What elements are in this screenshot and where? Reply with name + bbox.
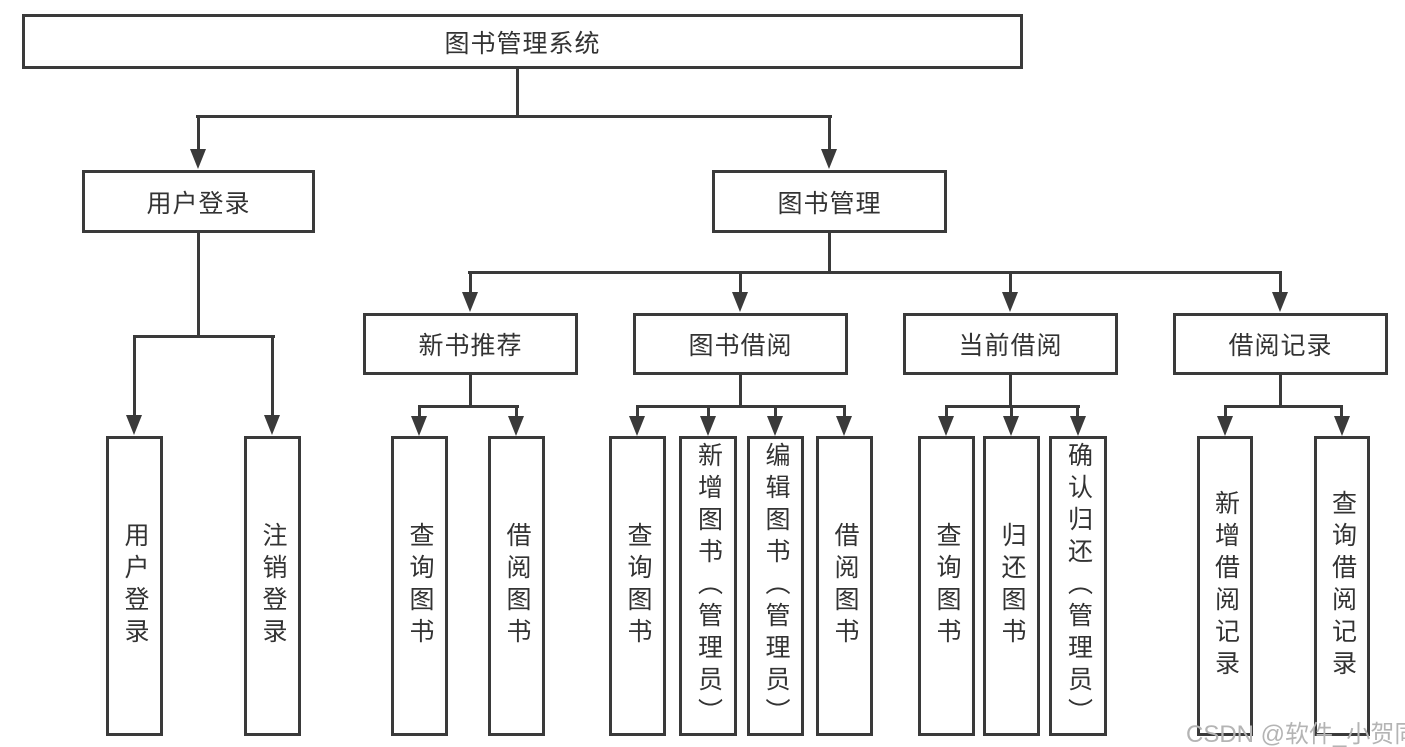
connector-line xyxy=(271,335,274,417)
node-library-system: 图书管理系统 xyxy=(22,14,1023,69)
arrow-down-icon xyxy=(821,149,837,169)
arrow-down-icon xyxy=(700,416,716,436)
connector-line xyxy=(1009,271,1012,295)
connector-line xyxy=(1224,405,1227,418)
connector-line xyxy=(945,405,948,418)
node-book-borrow-label: 图书借阅 xyxy=(688,332,793,360)
leaf-bb-query-books: 查询图书 xyxy=(609,436,666,736)
connector-line xyxy=(418,405,421,418)
node-library-system-label: 图书管理系统 xyxy=(444,29,601,58)
connector-line xyxy=(843,405,846,418)
leaf-user-login-label: 用户登录 xyxy=(121,522,149,650)
leaf-br-add-record: 新增借阅记录 xyxy=(1197,436,1253,736)
arrow-down-icon xyxy=(462,292,478,312)
connector-line xyxy=(1010,405,1013,418)
leaf-cb-confirm-return-admin-label: 确认归还（管理员） xyxy=(1064,442,1093,730)
leaf-nb-query-books: 查询图书 xyxy=(391,436,448,736)
leaf-cb-return-books-label: 归还图书 xyxy=(998,522,1026,650)
connector-line xyxy=(636,405,639,418)
connector-line xyxy=(1224,405,1343,408)
connector-line xyxy=(707,405,710,418)
connector-line xyxy=(197,115,200,151)
arrow-down-icon xyxy=(1217,416,1233,436)
arrow-down-icon xyxy=(508,416,524,436)
arrow-down-icon xyxy=(1002,292,1018,312)
arrow-down-icon xyxy=(1272,292,1288,312)
leaf-logout: 注销登录 xyxy=(244,436,301,736)
arrow-down-icon xyxy=(629,416,645,436)
leaf-nb-query-books-label: 查询图书 xyxy=(406,522,434,650)
leaf-cb-confirm-return-admin: 确认归还（管理员） xyxy=(1049,436,1107,736)
connector-line xyxy=(1009,375,1012,407)
leaf-bb-edit-books-admin: 编辑图书（管理员） xyxy=(747,436,804,736)
connector-line xyxy=(1076,405,1079,418)
connector-line xyxy=(516,69,519,118)
node-user-login: 用户登录 xyxy=(82,170,315,233)
node-book-management: 图书管理 xyxy=(712,170,947,233)
connector-line xyxy=(828,233,831,273)
watermark: CSDN @软件_小贺同学 xyxy=(1186,721,1405,747)
connector-line xyxy=(774,405,777,418)
node-borrow-records: 借阅记录 xyxy=(1173,313,1388,375)
leaf-bb-borrow-books: 借阅图书 xyxy=(816,436,873,736)
leaf-br-add-record-label: 新增借阅记录 xyxy=(1211,490,1240,682)
leaf-user-login: 用户登录 xyxy=(106,436,163,736)
node-book-borrow: 图书借阅 xyxy=(633,313,848,375)
leaf-br-query-record-label: 查询借阅记录 xyxy=(1328,490,1357,682)
arrow-down-icon xyxy=(1070,416,1086,436)
connector-line xyxy=(1340,405,1343,418)
leaf-bb-query-books-label: 查询图书 xyxy=(624,522,652,650)
leaf-bb-add-books-admin: 新增图书（管理员） xyxy=(679,436,737,736)
connector-line xyxy=(515,405,518,418)
connector-line xyxy=(196,115,832,118)
node-new-book-recommend-label: 新书推荐 xyxy=(418,332,523,360)
leaf-logout-label: 注销登录 xyxy=(259,522,287,650)
connector-line xyxy=(1279,271,1282,295)
arrow-down-icon xyxy=(411,416,427,436)
node-user-login-label: 用户登录 xyxy=(146,189,251,218)
arrow-down-icon xyxy=(190,149,206,169)
arrow-down-icon xyxy=(1334,416,1350,436)
connector-line xyxy=(418,405,519,408)
arrow-down-icon xyxy=(836,416,852,436)
arrow-down-icon xyxy=(1003,416,1019,436)
node-borrow-records-label: 借阅记录 xyxy=(1228,332,1333,360)
connector-line xyxy=(469,271,472,295)
arrow-down-icon xyxy=(126,415,142,435)
node-current-borrow-label: 当前借阅 xyxy=(958,332,1063,360)
node-current-borrow: 当前借阅 xyxy=(903,313,1118,375)
connector-line xyxy=(828,115,831,151)
connector-line xyxy=(133,335,136,417)
leaf-nb-borrow-books-label: 借阅图书 xyxy=(503,522,531,650)
node-new-book-recommend: 新书推荐 xyxy=(363,313,578,375)
leaf-cb-query-books-label: 查询图书 xyxy=(933,522,961,650)
connector-line xyxy=(197,233,200,337)
leaf-bb-borrow-books-label: 借阅图书 xyxy=(831,522,859,650)
connector-line xyxy=(468,271,1281,274)
connector-line xyxy=(739,375,742,407)
connector-line xyxy=(636,405,846,408)
connector-line xyxy=(739,271,742,295)
arrow-down-icon xyxy=(938,416,954,436)
arrow-down-icon xyxy=(732,292,748,312)
arrow-down-icon xyxy=(767,416,783,436)
leaf-cb-query-books: 查询图书 xyxy=(918,436,975,736)
leaf-bb-edit-books-admin-label: 编辑图书（管理员） xyxy=(762,442,790,730)
arrow-down-icon xyxy=(264,415,280,435)
connector-line xyxy=(1279,375,1282,407)
leaf-bb-add-books-admin-label: 新增图书（管理员） xyxy=(694,442,723,730)
node-book-management-label: 图书管理 xyxy=(777,189,882,218)
leaf-nb-borrow-books: 借阅图书 xyxy=(488,436,545,736)
leaf-cb-return-books: 归还图书 xyxy=(983,436,1040,736)
leaf-br-query-record: 查询借阅记录 xyxy=(1314,436,1370,736)
connector-line xyxy=(133,335,275,338)
connector-line xyxy=(469,375,472,407)
